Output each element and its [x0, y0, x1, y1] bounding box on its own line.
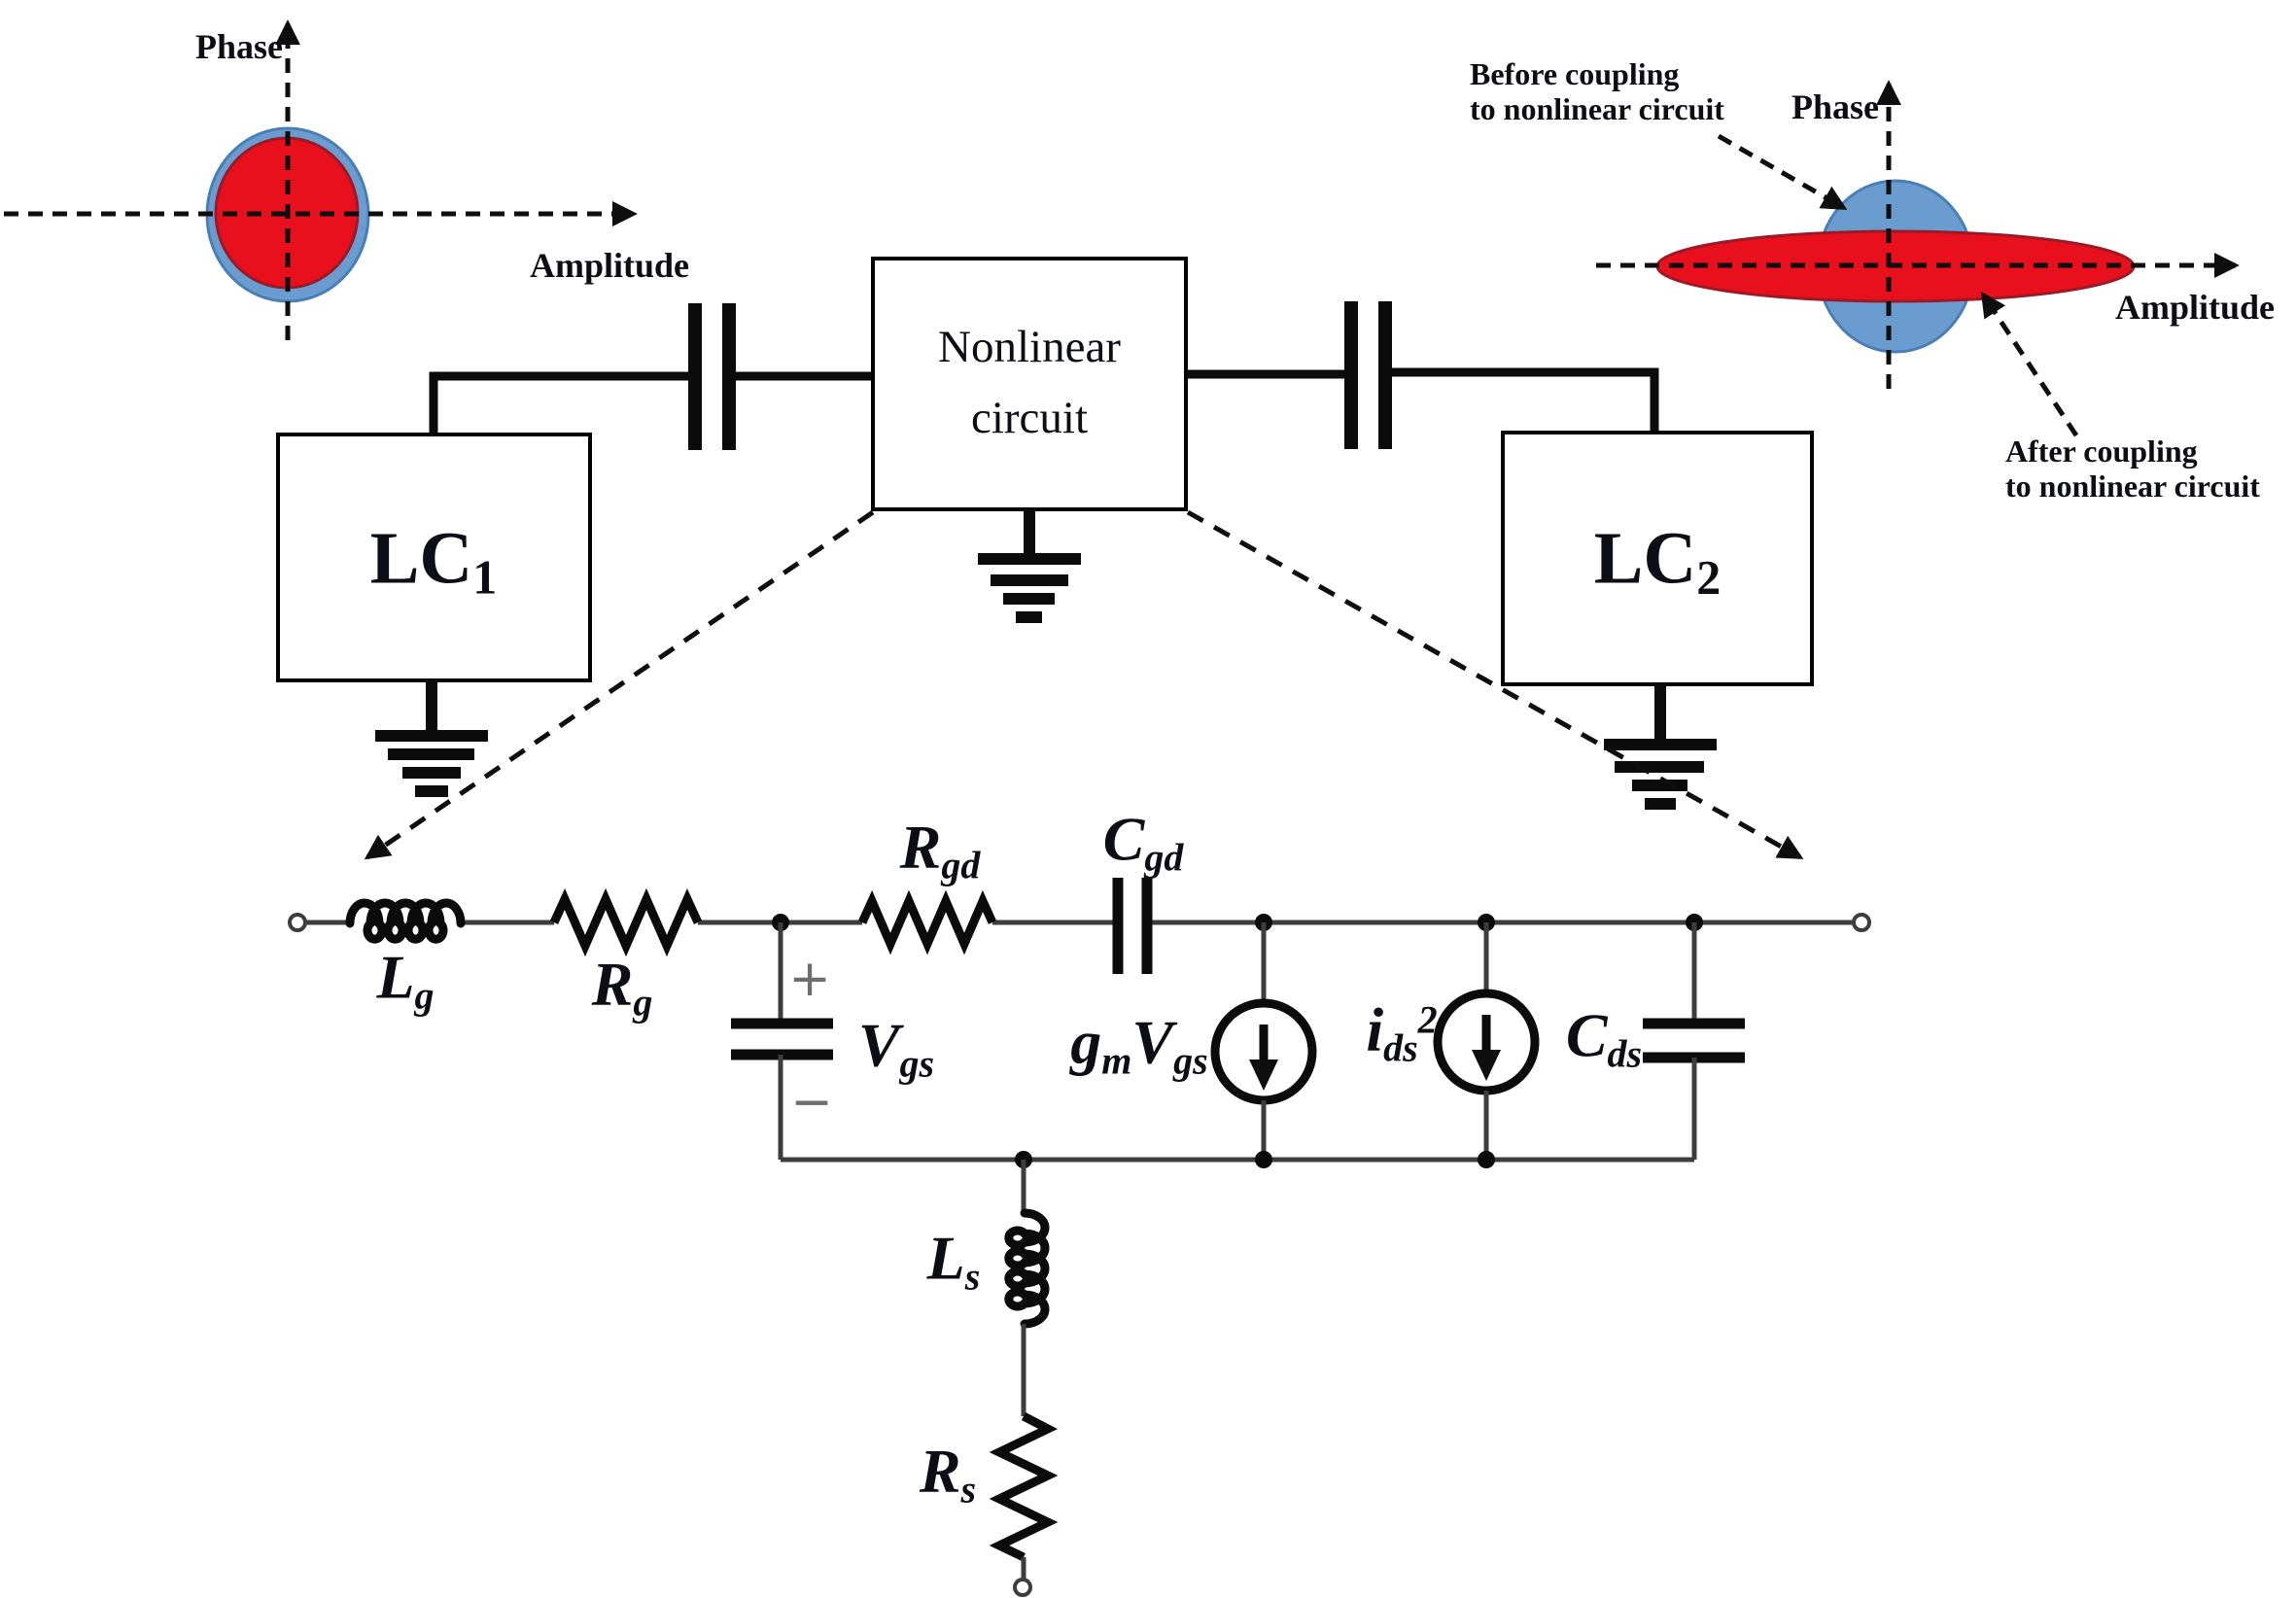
- wire-lc1-to-cap: [429, 371, 693, 439]
- resistor-rg: [549, 887, 703, 957]
- inductor-ls: [1004, 1208, 1050, 1329]
- coupling-capacitor-right: [1344, 301, 1392, 449]
- resistor-rgd: [857, 889, 997, 955]
- before-coupling-line1: Before coupling: [1470, 56, 1680, 91]
- ground-symbol-lc2: [1604, 684, 1717, 810]
- source-terminal: [1013, 1578, 1032, 1597]
- block-diagram: [276, 257, 1814, 860]
- lc1-box: [276, 433, 592, 682]
- right-constellation-plot: [1596, 80, 2240, 437]
- current-source-ids: [1433, 914, 1540, 1168]
- rs-label: Rs: [919, 1436, 977, 1511]
- after-coupling-line2: to nonlinear circuit: [2005, 469, 2260, 504]
- equivalent-circuit: [288, 878, 1871, 1597]
- wire-cap-to-lc2: [1387, 367, 1659, 437]
- gmvgs-label: gmVgs: [1070, 1007, 1208, 1083]
- source-branch: [989, 1151, 1059, 1597]
- before-annotation-arrow: [1717, 133, 1848, 211]
- expansion-dashed-line-left: [364, 509, 875, 860]
- before-coupling-line2: to nonlinear circuit: [1470, 91, 1724, 126]
- ground-symbol-lc1: [375, 680, 488, 797]
- phase-label-right: Phase: [1792, 87, 1879, 126]
- amplitude-label-left: Amplitude: [529, 246, 690, 285]
- after-coupling-label: After coupling to nonlinear circuit: [2005, 434, 2260, 504]
- phase-label-left: Phase: [195, 27, 283, 66]
- nonlinear-circuit-box: [871, 257, 1188, 511]
- vgs-minus-sign: −: [790, 1073, 833, 1131]
- output-terminal: [1852, 913, 1871, 932]
- cds-label: Cds: [1565, 1000, 1643, 1076]
- capacitor-cgd: [1112, 878, 1153, 974]
- vgs-plus-sign: +: [788, 950, 831, 1008]
- ground-symbol-nonlinear: [978, 509, 1081, 623]
- amplitude-label-right: Amplitude: [2114, 288, 2276, 327]
- input-terminal: [288, 913, 307, 932]
- ids-label: ids2: [1366, 994, 1438, 1070]
- after-coupling-line1: After coupling: [2005, 434, 2198, 469]
- lg-label: Lg: [376, 942, 435, 1018]
- coupling-capacitor-left: [688, 303, 736, 450]
- left-constellation-plot: [4, 19, 638, 340]
- lc2-box-label: LC2: [1593, 517, 1722, 605]
- resistor-rs: [989, 1412, 1059, 1562]
- vgs-label: Vgs: [857, 1010, 935, 1086]
- lc1-box-label: LC1: [369, 517, 498, 605]
- capacitor-vgs: [731, 1018, 833, 1060]
- cgd-label: Cgd: [1102, 804, 1184, 880]
- rg-label: Rg: [591, 949, 653, 1025]
- rgd-label: Rgd: [899, 812, 981, 887]
- before-coupling-label: Before coupling to nonlinear circuit: [1470, 56, 1724, 126]
- expansion-dashed-line-right: [1186, 509, 1804, 860]
- inductor-lg: [345, 898, 466, 944]
- nonlinear-circuit-label: Nonlinear circuit: [938, 322, 1121, 443]
- ls-label: Ls: [926, 1223, 981, 1299]
- capacitor-cds: [1643, 914, 1745, 1160]
- after-annotation-arrow: [1980, 291, 2079, 437]
- lc2-box: [1501, 431, 1814, 686]
- current-source-gmvgs: [1210, 914, 1317, 1168]
